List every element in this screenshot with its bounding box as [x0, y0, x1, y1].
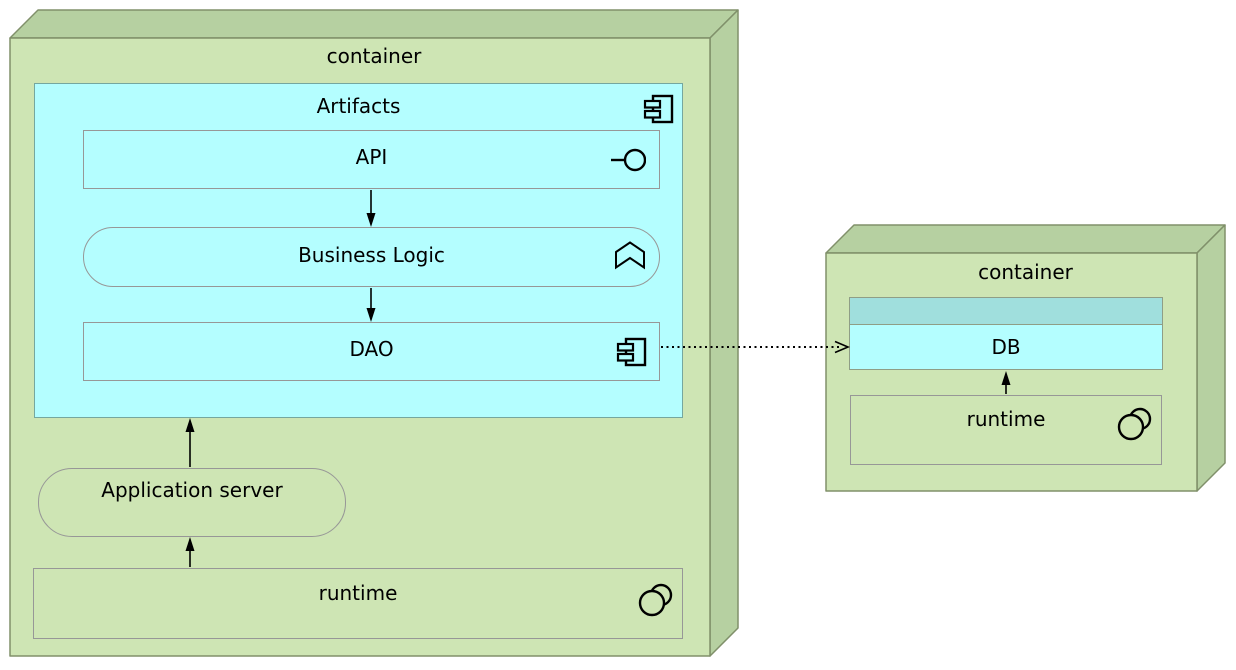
right-container-label: container [978, 260, 1073, 284]
edge-dao-db-dotted [661, 340, 851, 354]
edge-appserver-artifacts [185, 418, 195, 467]
edge-runtime-appserver [185, 537, 195, 567]
artifacts-label: Artifacts [316, 94, 401, 118]
component-icon [616, 337, 647, 367]
double-circle-icon [1117, 407, 1152, 441]
business-logic-artifact: Business Logic [83, 227, 660, 287]
dao-artifact: DAO [83, 322, 660, 381]
db-header-band [850, 298, 1162, 325]
double-circle-icon [638, 583, 673, 617]
runtime-right-label: runtime [966, 407, 1046, 431]
interface-lollipop-icon [611, 148, 646, 172]
chevron-marker-icon [615, 241, 645, 270]
application-server-label: Application server [101, 478, 283, 502]
db-label: DB [991, 334, 1021, 359]
component-icon [643, 94, 674, 124]
left-container-label: container [326, 44, 422, 68]
application-server-node: Application server [38, 468, 346, 537]
runtime-left-node: runtime [33, 568, 683, 639]
dao-label: DAO [349, 337, 394, 361]
business-logic-label: Business Logic [298, 242, 445, 267]
db-node: DB [849, 297, 1163, 370]
runtime-right-node: runtime [850, 395, 1162, 465]
api-label: API [355, 145, 388, 169]
artifacts-group: Artifacts [34, 83, 683, 418]
api-artifact: API [83, 130, 660, 189]
runtime-left-label: runtime [318, 581, 398, 605]
edge-runtime-db [1001, 371, 1011, 394]
